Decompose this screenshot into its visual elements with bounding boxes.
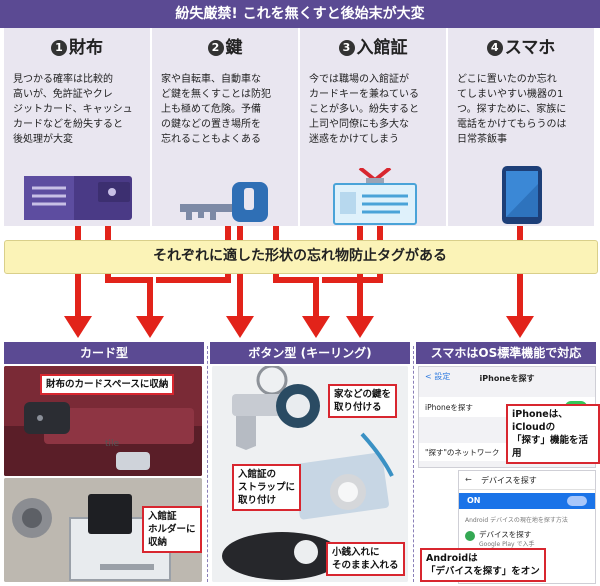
on-label: ON <box>467 496 481 505</box>
row-sublabel: Google Play で入手 <box>479 541 535 548</box>
card-title-text: 鍵 <box>225 38 243 58</box>
number-badge: 3 <box>338 40 355 56</box>
section-smartphone-os: スマホはOS標準機能で対応 <box>416 342 596 364</box>
row-label[interactable]: デバイスを探す <box>479 530 532 539</box>
card-title-text: 財布 <box>69 38 103 58</box>
card-description: 今では職場の入館証が カードキーを兼ねている ことが多い。紛失すると 上司や同僚… <box>309 74 419 145</box>
toggle-switch[interactable] <box>567 496 587 506</box>
card-description: 見つかる確率は比較的 高いが、免許証やクレ ジットカード、キャッシュ カードなど… <box>13 74 133 145</box>
top-banner <box>0 0 600 28</box>
number-badge: 4 <box>486 40 503 56</box>
callout-iphone: iPhoneは、iCloudの 「探す」機能を活用 <box>506 404 600 464</box>
section-title: カード型 <box>79 346 128 360</box>
tag-logo-text: tile <box>104 439 120 449</box>
screen-title: iPhoneを探す <box>479 374 535 383</box>
number-badge: 2 <box>207 40 224 56</box>
device-icon <box>465 531 475 541</box>
screen-title: デバイスを探す <box>481 476 537 485</box>
description-text: Android デバイスの現在地を探す方法 <box>465 517 568 524</box>
card-title-text: スマホ <box>504 38 556 58</box>
number-badge: 1 <box>51 40 67 56</box>
column-divider <box>413 346 414 582</box>
callout-wallet-card: 財布のカードスペースに収納 <box>40 374 175 395</box>
arrow-back-icon[interactable]: ← <box>465 475 472 484</box>
callout-keys: 家などの鍵を 取り付ける <box>328 384 398 418</box>
card-description: どこに置いたのか忘れ てしまいやすい機器の1 つ。探すために、家族に 電話をかけ… <box>457 74 567 145</box>
section-button-type: ボタン型 (キーリング) <box>210 342 410 364</box>
wallet-illustration <box>24 176 132 220</box>
on-bar[interactable]: ON <box>459 493 595 509</box>
row-label: iPhoneを探す <box>425 403 473 412</box>
info-band <box>4 240 598 274</box>
section-title: スマホはOS標準機能で対応 <box>430 346 582 360</box>
section-card-type: カード型 <box>4 342 204 364</box>
column-divider <box>207 346 208 582</box>
smartphone-illustration <box>502 166 542 224</box>
info-band-text: それぞれに適した形状の忘れ物防止タグがある <box>153 248 447 264</box>
banner-title: 紛失厳禁! これを無くすと後始末が大変 <box>175 6 425 22</box>
back-link[interactable]: < 設定 <box>425 372 451 381</box>
id-card-illustration <box>333 168 417 225</box>
key-illustration <box>180 182 268 222</box>
callout-strap: 入館証の ストラップに 取り付け <box>232 464 302 511</box>
callout-holder: 入館証 ホルダーに 収納 <box>142 506 202 553</box>
callout-coin-purse: 小銭入れに そのまま入れる <box>326 542 405 576</box>
row-label: "探す"のネットワーク <box>425 448 500 457</box>
card-description: 家や自転車、自動車な ど鍵を無くすことは防犯 上も極めて危険。予備 の鍵などの置… <box>161 74 271 145</box>
callout-android: Androidは 「デバイスを探す」をオン <box>420 548 546 582</box>
section-title: ボタン型 (キーリング) <box>248 346 372 360</box>
app-bar: ← デバイスを探す <box>459 471 595 490</box>
card-title-text: 入館証 <box>356 38 408 58</box>
